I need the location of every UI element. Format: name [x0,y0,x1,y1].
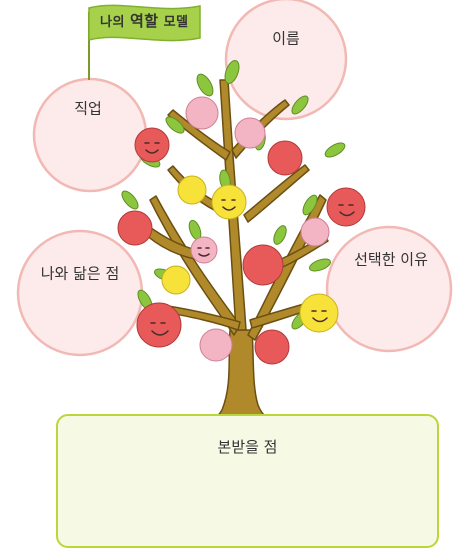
flag-title-part1: 나의 [100,15,125,30]
apple-faces [144,142,355,336]
apple-icon [211,184,247,220]
apple-icon [161,265,191,295]
apple-icon [134,127,170,163]
apple-icon [299,293,339,333]
apple-icon [136,302,182,348]
tree-apples [117,96,366,365]
apple-icon [190,236,218,264]
apple-icon [242,244,284,286]
reason-circle [325,225,453,353]
similar-circle [16,229,144,357]
apple-icon [177,175,207,205]
apple-icon [199,328,233,362]
flag-title: 나의 역할 모델 [100,10,189,31]
apple-icon [267,140,303,176]
apple-icon [185,96,219,130]
similar-label: 나와 닮은 점 [40,264,120,283]
apple-icon [234,117,266,149]
name-label: 이름 [272,29,300,48]
lesson-box[interactable]: 본받을 점 [56,414,439,548]
flag-icon [88,4,201,42]
apple-icon [300,217,330,247]
job-circle [32,77,148,193]
lesson-box-title: 본받을 점 [217,438,278,456]
apple-icon [326,187,366,227]
flag-title-part3: 모델 [163,15,189,30]
job-label: 직업 [74,99,102,118]
flag-title-part2: 역할 [129,12,159,30]
name-circle [224,0,348,121]
apple-icon [117,210,153,246]
reason-label: 선택한 이유 [354,250,428,269]
apple-icon [254,329,290,365]
